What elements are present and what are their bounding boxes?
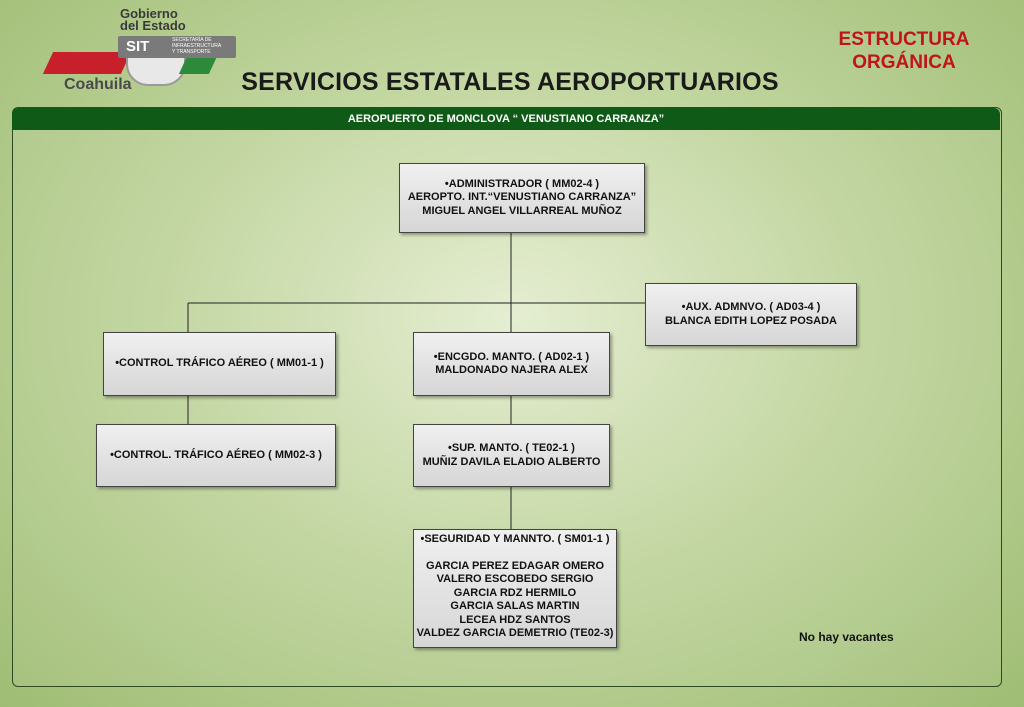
estructura-organica-label: ESTRUCTURA ORGÁNICA bbox=[838, 29, 970, 73]
gobierno-text: Gobierno del Estado bbox=[120, 6, 186, 33]
node-seguridad: •SEGURIDAD Y MANNTO. ( SM01-1 ) GARCIA P… bbox=[413, 529, 617, 648]
node-control-trafico-1: •CONTROL TRÁFICO AÉREO ( MM01-1 ) bbox=[103, 332, 336, 396]
node-encgdo-manto: •ENCGDO. MANTO. ( AD02-1 ) MALDONADO NAJ… bbox=[413, 332, 610, 396]
node-control-trafico-2: •CONTROL. TRÁFICO AÉREO ( MM02-3 ) bbox=[96, 424, 336, 487]
panel-header: AEROPUERTO DE MONCLOVA “ VENUSTIANO CARR… bbox=[12, 108, 1000, 130]
node-administrador: •ADMINISTRADOR ( MM02-4 ) AEROPTO. INT.“… bbox=[399, 163, 645, 233]
node-sup-manto: •SUP. MANTO. ( TE02-1 ) MUÑIZ DAVILA ELA… bbox=[413, 424, 610, 487]
sit-subtitle: SECRETARÍA DE INFRAESTRUCTURA Y TRANSPOR… bbox=[172, 37, 222, 55]
coahuila-text: Coahuila bbox=[64, 76, 132, 93]
sit-logo bbox=[118, 36, 236, 58]
vacancy-note: No hay vacantes bbox=[799, 630, 894, 644]
page-title: SERVICIOS ESTATALES AEROPORTUARIOS bbox=[241, 68, 779, 96]
node-aux-admnvo: •AUX. ADMNVO. ( AD03-4 ) BLANCA EDITH LO… bbox=[645, 283, 857, 346]
sit-label: SIT bbox=[126, 38, 150, 55]
